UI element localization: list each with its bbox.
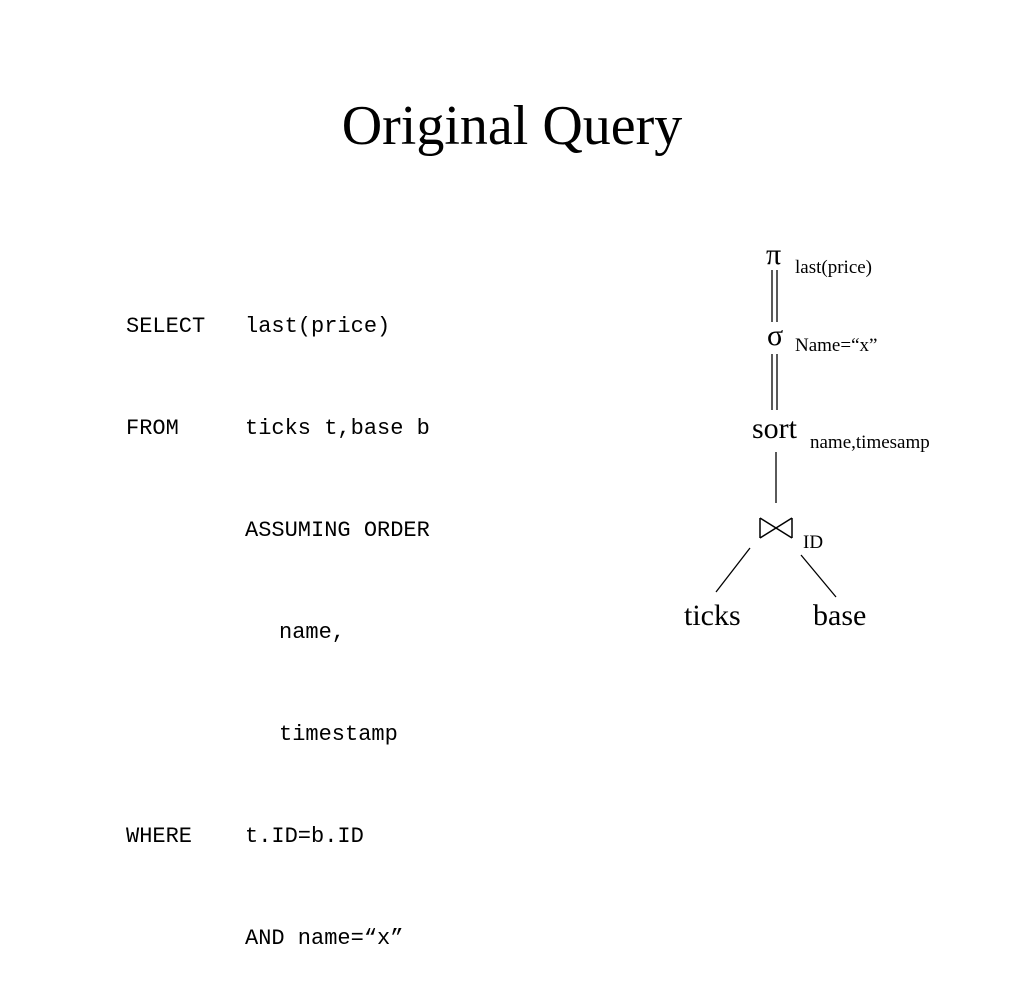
projection-subscript: last(price) bbox=[795, 257, 873, 278]
edge-join-ticks bbox=[715, 547, 751, 593]
query-plan-tree: π last(price) σ Name=“x” sort name,times… bbox=[684, 238, 930, 632]
slide-title: Original Query bbox=[341, 95, 683, 157]
query-line-order-name: name, bbox=[126, 616, 430, 650]
query-line-order-timestamp: timestamp bbox=[126, 718, 430, 752]
assuming-order-clause: ASSUMING ORDER bbox=[245, 518, 430, 543]
order-column-timestamp: timestamp bbox=[279, 722, 398, 747]
query-line-assuming-order: ASSUMING ORDER bbox=[126, 514, 430, 548]
where-clause: t.ID=b.ID bbox=[245, 824, 364, 849]
selection-subscript: Name=“x” bbox=[795, 335, 878, 356]
select-clause: last(price) bbox=[245, 314, 391, 339]
join-bowtie-icon bbox=[759, 517, 793, 539]
plan-edges bbox=[715, 270, 837, 598]
from-clause: ticks t,base b bbox=[245, 416, 430, 441]
sort-subscript: name,timesamp bbox=[810, 432, 930, 453]
and-clause: AND name=“x” bbox=[245, 926, 404, 951]
selection-symbol: σ bbox=[767, 319, 784, 352]
sort-operator: sort bbox=[752, 412, 797, 445]
query-line-where: WHERE t.ID=b.ID bbox=[126, 820, 430, 854]
query-line-and: AND name=“x” bbox=[126, 922, 430, 956]
keyword-select: SELECT bbox=[126, 314, 206, 339]
query-line-from: FROM ticks t,base b bbox=[126, 412, 430, 446]
order-column-name: name, bbox=[279, 620, 346, 645]
edge-join-base bbox=[800, 554, 837, 598]
query-line-select: SELECT last(price) bbox=[126, 310, 430, 344]
join-subscript: ID bbox=[803, 532, 824, 553]
leaf-base: base bbox=[813, 599, 867, 632]
leaf-ticks: ticks bbox=[684, 599, 741, 632]
projection-symbol: π bbox=[766, 238, 782, 271]
keyword-from: FROM bbox=[126, 416, 179, 441]
keyword-where: WHERE bbox=[126, 824, 193, 849]
